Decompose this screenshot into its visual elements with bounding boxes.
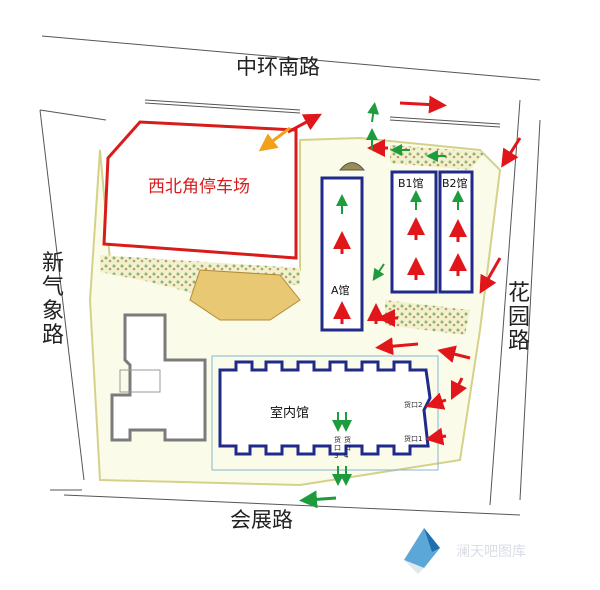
pavilion-icon — [338, 162, 366, 171]
road-label-west-4: 路 — [42, 323, 64, 348]
turn-arrow — [258, 126, 291, 152]
road-label-west-1: 新 — [42, 251, 64, 276]
dock-1-label: 货口1 — [404, 434, 422, 443]
entry-arrow — [450, 377, 468, 401]
road-label-south: 会展路 — [230, 508, 293, 532]
west-building-inner — [119, 369, 161, 393]
indoor-hall-label: 室内馆 — [270, 405, 309, 421]
watermark-logo-icon — [404, 528, 440, 574]
hall-b2-outline — [438, 170, 474, 294]
road-label-west-3: 象 — [42, 299, 64, 324]
west-building-outline — [110, 313, 207, 442]
exit-arrows — [299, 102, 464, 509]
hall-b1-outline — [390, 170, 438, 294]
road-label-east-2: 园 — [508, 305, 530, 330]
exit-arrow — [367, 102, 380, 123]
hall-b1-label: B1馆 — [398, 176, 424, 190]
road-label-north: 中环南路 — [236, 55, 320, 79]
dock-2-label: 货口2 — [404, 400, 422, 409]
entry-arrow — [425, 392, 447, 410]
road-label-east-1: 花 — [508, 281, 530, 306]
dock-4-char-1: 货 — [344, 435, 351, 444]
exit-arrow — [299, 490, 337, 509]
dock-3-char-3: 3 — [334, 452, 338, 460]
entry-arrow — [501, 137, 522, 168]
entry-arrow — [437, 345, 471, 363]
road-label-west-2: 气 — [42, 275, 64, 300]
indoor-hall-outline — [218, 360, 432, 456]
dock-3-char-1: 货 — [334, 435, 341, 444]
entry-arrow — [287, 113, 322, 134]
northwest-parking-outline — [102, 120, 298, 260]
indoor-hall-frame — [211, 355, 439, 471]
watermark-text: 澜天吧图库 — [456, 544, 526, 560]
dock-3-char-2: 口 — [334, 444, 341, 452]
exit-arrow — [372, 263, 385, 281]
entry-arrow — [425, 427, 447, 446]
dock-4-char-2: 口 — [344, 444, 351, 452]
entry-arrow — [375, 337, 419, 356]
entry-arrows — [287, 95, 522, 446]
landscape-belt-b — [385, 300, 470, 335]
road-label-east-3: 路 — [508, 329, 530, 354]
hall-a-label: A馆 — [331, 283, 350, 297]
dock-4-char-3: 4 — [344, 452, 349, 460]
plaza — [189, 269, 301, 321]
hall-b2-label: B2馆 — [442, 176, 468, 190]
entry-arrow — [479, 257, 502, 294]
northwest-parking-label: 西北角停车场 — [148, 177, 250, 197]
entry-arrow — [399, 95, 447, 114]
